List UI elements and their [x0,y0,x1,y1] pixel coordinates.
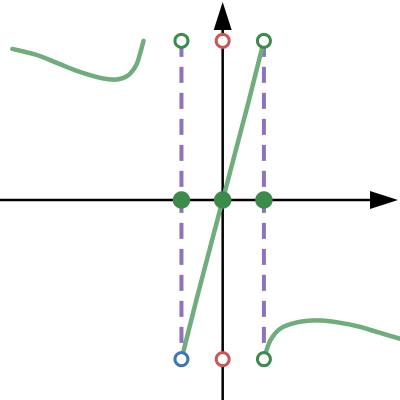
open-point-marker-7 [173,351,190,368]
filled-point-marker-4 [172,191,191,209]
open-point-marker-2 [214,32,231,49]
open-point-marker-9 [255,351,272,368]
point-markers [172,32,273,368]
curve-branch-1 [10,38,146,82]
filled-point-marker-5 [213,191,232,209]
x-axis-arrowhead [370,191,398,209]
y-axis-arrowhead [213,2,232,30]
open-point-marker-8 [214,351,231,368]
open-point-marker-1 [173,32,190,49]
curve-branch-3 [261,318,400,362]
open-point-marker-3 [255,32,272,49]
filled-point-marker-6 [255,191,273,209]
